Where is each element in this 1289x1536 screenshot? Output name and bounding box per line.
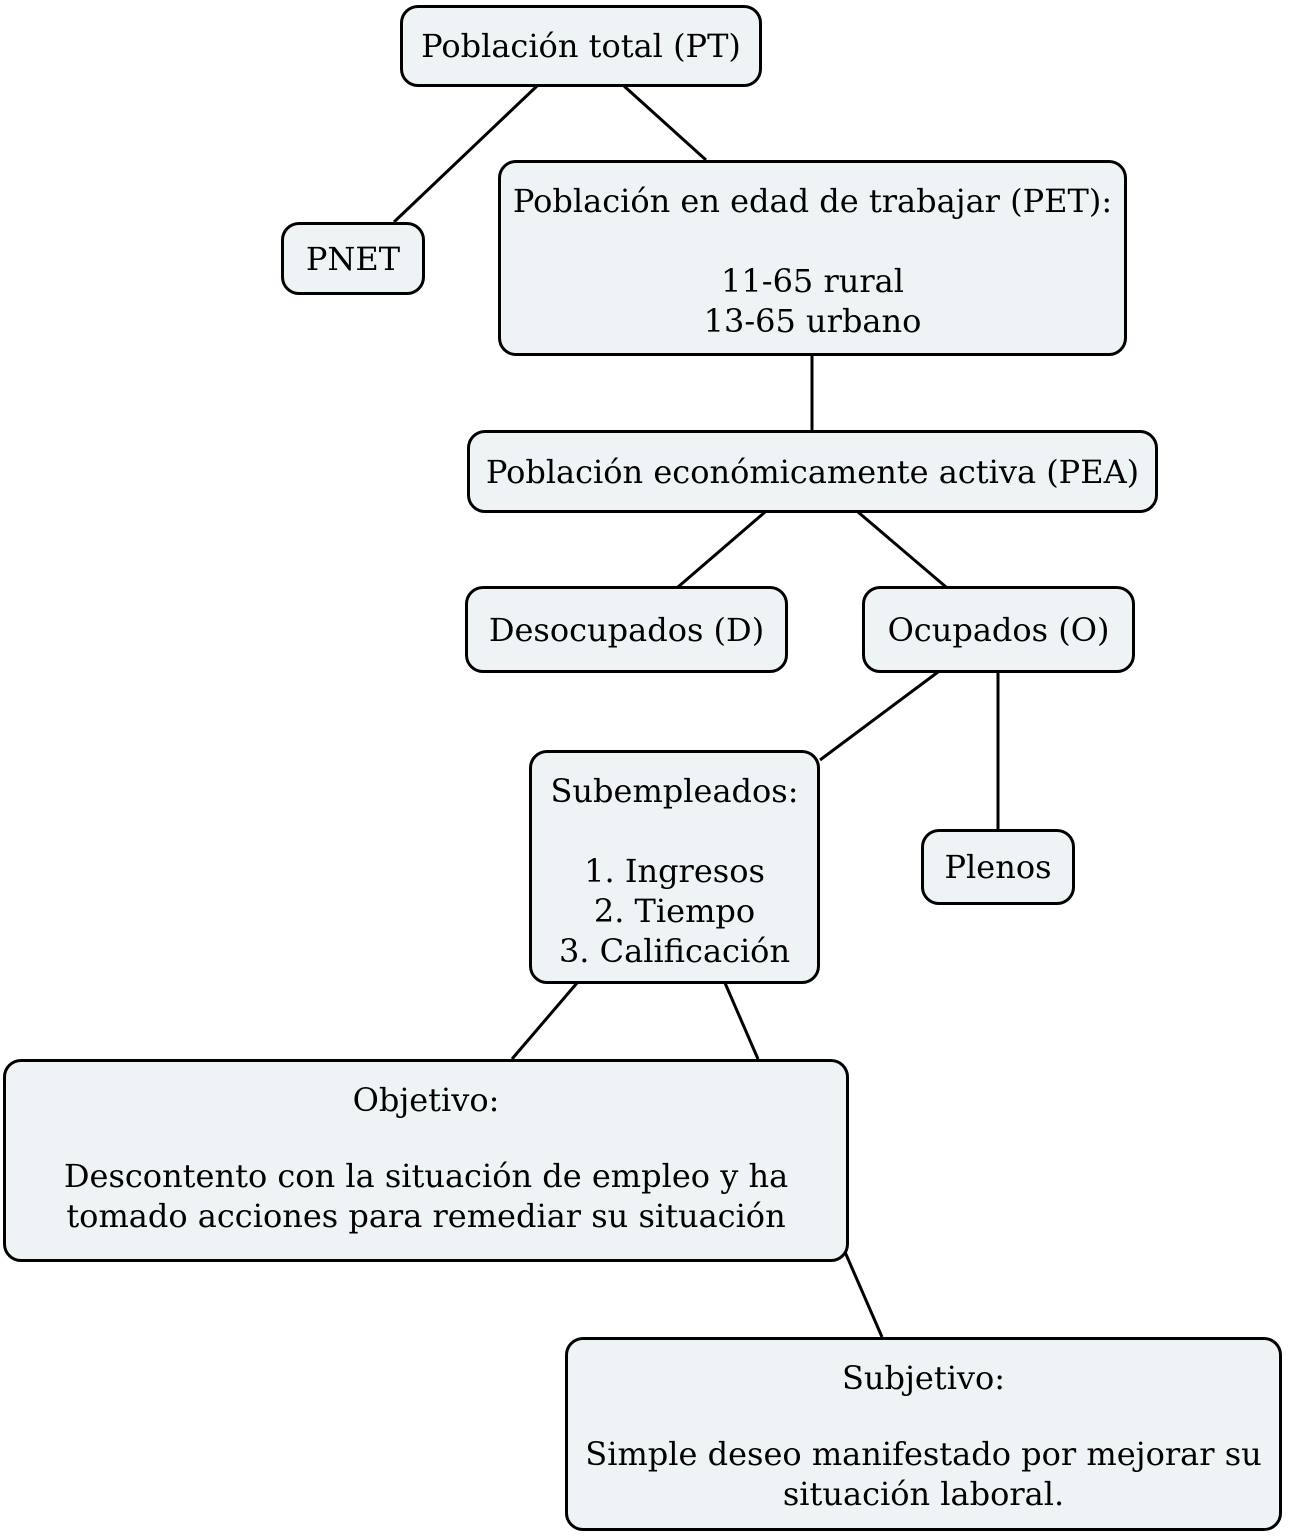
node-objetivo: Objetivo: Descontento con la situación d… <box>3 1059 849 1262</box>
node-poblacion-economicamente-activa: Población económicamente activa (PEA) <box>467 430 1158 513</box>
edge-subempleados-objetivo <box>510 982 579 1060</box>
node-subjetivo-line-2: situación laboral. <box>782 1475 1065 1513</box>
edge-subempleados-objetivo-2 <box>723 982 760 1060</box>
node-plenos-title: Plenos <box>944 848 1052 886</box>
node-subjetivo-title: Subjetivo: <box>841 1359 1006 1397</box>
node-pet-line-rural: 11-65 rural <box>721 262 904 300</box>
node-subjetivo-line-1: Simple deseo manifestado por mejorar su <box>585 1435 1262 1473</box>
node-plenos: Plenos <box>921 829 1075 905</box>
node-subempleados: Subempleados: 1. Ingresos 2. Tiempo 3. C… <box>529 750 820 984</box>
node-subempleados-line-tiempo: 2. Tiempo <box>593 892 756 930</box>
node-subempleados-line-ingresos: 1. Ingresos <box>584 852 765 890</box>
edge-pt-pet <box>622 84 708 162</box>
edge-pea-desocupados <box>677 510 766 589</box>
node-subempleados-line-calificacion: 3. Calificación <box>558 932 791 970</box>
node-pet-title: Población en edad de trabajar (PET): <box>512 182 1113 220</box>
edge-objetivo-subjetivo <box>843 1251 884 1338</box>
node-pnet: PNET <box>281 222 425 295</box>
node-ocupados: Ocupados (O) <box>862 586 1135 673</box>
edge-ocupados-subempleados <box>819 670 939 762</box>
node-ocupados-title: Ocupados (O) <box>887 610 1110 649</box>
node-pea-title: Población económicamente activa (PEA) <box>485 452 1140 491</box>
edge-pea-ocupados <box>857 510 947 589</box>
node-desocupados-title: Desocupados (D) <box>488 610 765 649</box>
node-objetivo-line-2: tomado acciones para remediar su situaci… <box>66 1197 786 1235</box>
node-desocupados: Desocupados (D) <box>465 586 788 673</box>
node-objetivo-line-1: Descontento con la situación de empleo y… <box>63 1157 789 1195</box>
node-poblacion-total-title: Población total (PT) <box>421 27 741 65</box>
node-subempleados-title: Subempleados: <box>550 772 799 810</box>
node-objetivo-title: Objetivo: <box>352 1081 500 1119</box>
node-subjetivo: Subjetivo: Simple deseo manifestado por … <box>565 1337 1282 1531</box>
node-pet-line-urbano: 13-65 urbano <box>703 302 922 340</box>
edge-pt-pnet <box>392 84 539 224</box>
node-poblacion-edad-trabajar: Población en edad de trabajar (PET): 11-… <box>498 160 1127 356</box>
node-poblacion-total: Población total (PT) <box>400 5 762 87</box>
node-pnet-title: PNET <box>305 239 401 278</box>
